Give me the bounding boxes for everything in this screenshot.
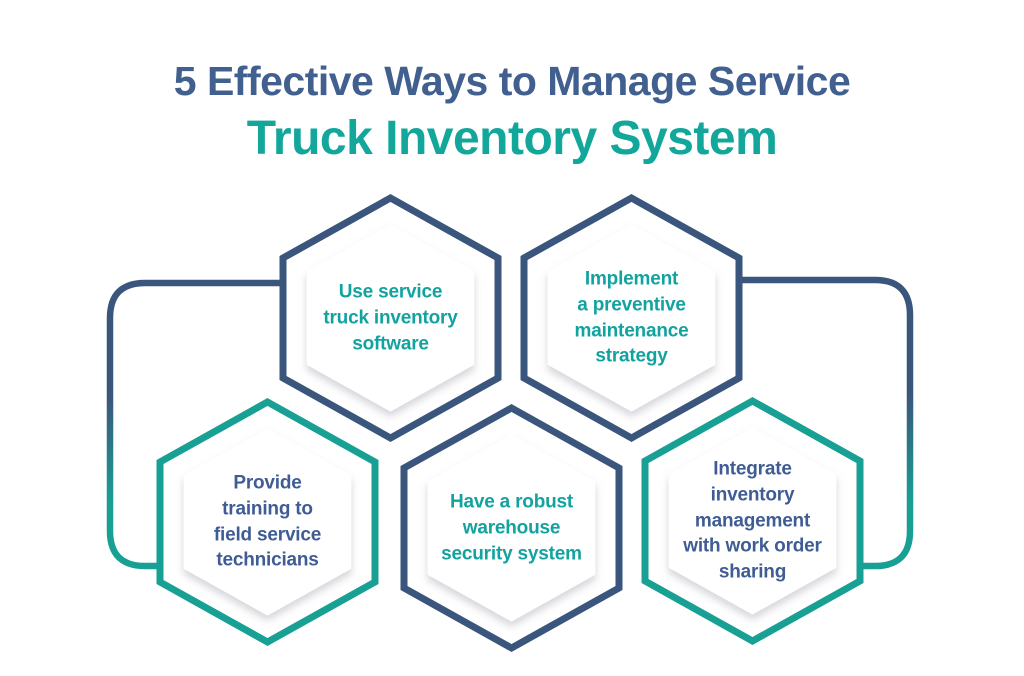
page-title-line1: 5 Effective Ways to Manage Service	[173, 58, 851, 104]
hexagon-use-service-software	[279, 193, 502, 443]
hexagon-label-use-service-software: Use service truck inventory software	[323, 281, 458, 354]
right-connector-line	[690, 276, 914, 570]
hexagon-label-warehouse-security: Have a robust warehouse security system	[441, 491, 582, 564]
hexagon-label-work-order-sharing: Integrate inventory management with work…	[683, 458, 822, 583]
left-connector-line	[106, 279, 330, 570]
hexagon-label-training-technicians: Provide training to field service techni…	[213, 472, 322, 571]
hexagon-work-order-sharing	[641, 396, 864, 646]
page-title: 5 Effective Ways to Manage Service Truck…	[0, 58, 1024, 166]
hexagon-preventive-maintenance	[520, 193, 743, 443]
hexagon-warehouse-security	[400, 403, 623, 653]
hexagon-training-technicians	[156, 397, 379, 647]
page-title-line2: Truck Inventory System	[246, 112, 778, 166]
hexagon-label-preventive-maintenance: Implement a preventive maintenance strat…	[574, 268, 689, 367]
